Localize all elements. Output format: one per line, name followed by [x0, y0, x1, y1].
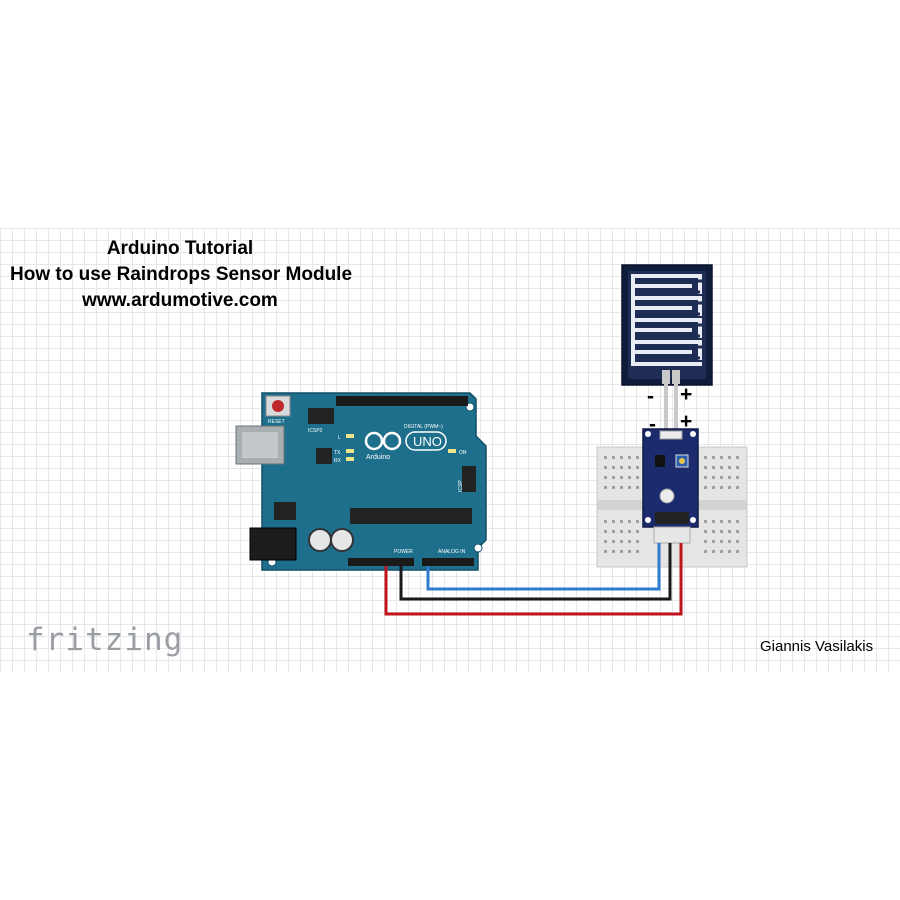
analog-header: [422, 558, 474, 566]
wire-gnd-black: [399, 543, 672, 601]
title-line-1: Arduino Tutorial: [106, 238, 254, 259]
brand-label: Arduino: [366, 454, 390, 461]
led-tx-label: TX: [334, 450, 341, 456]
led-rx-label: RX: [334, 458, 342, 464]
arduino-board: RESET ICSP2 DIGITAL (PWM~) UNO Arduino L…: [235, 392, 487, 571]
analog-label: ANALOG IN: [438, 549, 466, 555]
on-label: ON: [459, 450, 467, 456]
wire-5v-red: [384, 543, 683, 616]
power-jack: [249, 527, 297, 561]
arduino-logo: UNO Arduino: [364, 431, 447, 461]
module-minus-sign: -: [649, 413, 656, 436]
rain-sensor-pad: [621, 264, 713, 386]
icsp-label: ICSP: [458, 480, 464, 492]
model-label: UNO: [413, 434, 442, 449]
title-block: Arduino Tutorial How to use Raindrops Se…: [10, 236, 353, 314]
fritzing-logo: fritzing: [26, 622, 184, 658]
power-label: POWER: [394, 549, 413, 555]
title-line-3: www.ardumotive.com: [82, 290, 278, 311]
microcontroller-chip: [350, 508, 472, 524]
pad-minus-sign: -: [647, 385, 654, 408]
author-credit: Giannis Vasilakis: [760, 638, 874, 655]
title-line-2: How to use Raindrops Sensor Module: [10, 264, 353, 285]
icsp2-label: ICSP2: [308, 428, 323, 434]
power-header: [348, 558, 414, 566]
sensor-module: [642, 428, 699, 544]
digital-label: DIGITAL (PWM~): [404, 424, 443, 430]
led-l-label: L: [338, 435, 341, 441]
pad-plus-sign: +: [680, 383, 693, 406]
module-plus-sign: +: [680, 410, 693, 433]
wire-a0-blue: [426, 543, 661, 591]
digital-header: [336, 396, 468, 406]
reset-label: RESET: [268, 419, 285, 425]
